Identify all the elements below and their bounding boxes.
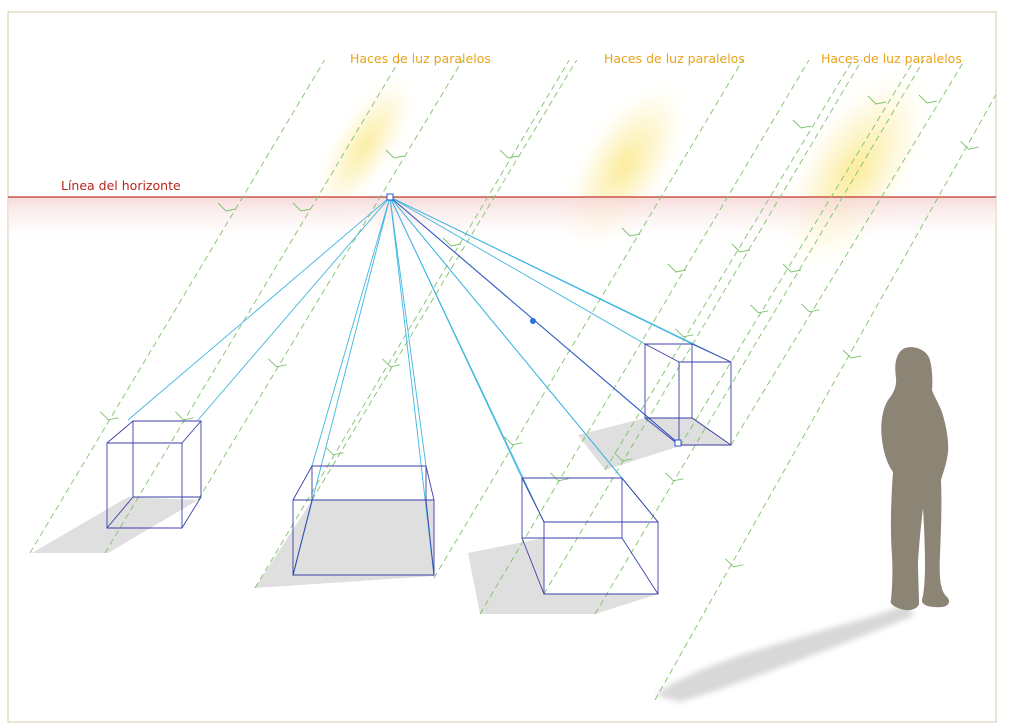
box-edge	[425, 499, 435, 576]
ray-arrow-icon	[442, 237, 462, 247]
ray-arrow-icon	[782, 263, 802, 273]
box-edge	[644, 343, 680, 363]
ray-arrow-icon	[550, 472, 569, 482]
box-edge	[425, 465, 435, 501]
ray-arrow-icon	[382, 358, 401, 368]
ray-arrow-icon	[750, 304, 769, 314]
beam-glow-1	[313, 71, 417, 219]
box-edge	[691, 343, 732, 363]
perspective-line	[389, 196, 732, 363]
box-edge	[106, 496, 134, 529]
perspective-line	[389, 196, 427, 467]
box-edge	[292, 499, 313, 576]
guide-midpoint-handle[interactable]	[530, 318, 536, 324]
box-corner-handle[interactable]	[674, 439, 682, 447]
box-edge	[521, 537, 545, 595]
box-front-face	[543, 521, 659, 595]
beam-glow-3	[776, 64, 934, 276]
light-ray	[543, 59, 863, 595]
vanishing-point-handle[interactable]	[386, 193, 394, 201]
light-ray	[654, 94, 997, 701]
ray-arrow-icon	[499, 149, 519, 159]
ray-arrow-icon	[504, 436, 523, 446]
ray-arrow-icon	[960, 140, 979, 150]
beam-label-1: Haces de luz paralelos	[350, 51, 491, 66]
ray-arrow-icon	[725, 558, 744, 568]
ray-arrow-icon	[100, 411, 119, 421]
box-edge	[521, 477, 545, 523]
cast-shadows	[32, 418, 731, 614]
ray-arrow-icon	[842, 349, 862, 359]
ray-arrow-icon	[325, 446, 344, 456]
light-ray	[479, 59, 810, 615]
perspective-lines	[127, 196, 732, 577]
perspective-box[interactable]	[521, 477, 659, 595]
box-edge	[181, 420, 202, 444]
box-edge	[181, 496, 202, 529]
box-edge	[691, 417, 732, 446]
box-edge	[621, 477, 659, 523]
light-ray	[594, 59, 925, 615]
shadow-box-4	[578, 418, 731, 470]
perspective-line	[389, 196, 545, 523]
ray-arrow-icon	[675, 328, 694, 338]
perspective-box[interactable]	[106, 420, 202, 529]
box-back-face	[644, 343, 693, 419]
ray-arrow-icon	[665, 472, 684, 482]
beam-label-2: Haces de luz paralelos	[604, 51, 745, 66]
ray-arrow-icon	[867, 95, 887, 105]
light-ray	[433, 59, 744, 579]
light-ray	[311, 59, 578, 501]
box-edge	[106, 420, 134, 444]
light-ray	[730, 59, 966, 446]
perspective-line	[127, 196, 391, 421]
ray-arrow-icon	[918, 94, 938, 104]
ray-arrow-icon	[621, 227, 641, 237]
box-edge	[644, 417, 680, 446]
perspective-line	[311, 196, 391, 467]
perspective-line	[197, 196, 391, 421]
light-ray	[197, 59, 464, 501]
horizon-band	[8, 197, 996, 247]
ray-arrow-icon	[614, 452, 633, 462]
perspective-line	[389, 196, 646, 345]
perspective-box[interactable]	[292, 465, 435, 576]
ray-arrow-icon	[731, 243, 751, 253]
light-ray	[104, 59, 400, 554]
ray-arrow-icon	[792, 119, 812, 129]
ray-arrow-icon	[292, 202, 312, 212]
ray-arrow-icon	[175, 411, 194, 421]
perspective-box[interactable]	[644, 343, 732, 446]
light-ray	[29, 59, 325, 554]
ray-arrow-icon	[667, 263, 687, 273]
person-shadow	[655, 605, 915, 702]
light-beam-glows	[313, 64, 934, 276]
box-edge	[292, 465, 313, 501]
ray-arrow-icon	[268, 358, 287, 368]
ray-arrow-icon	[385, 149, 405, 159]
page-frame	[7, 11, 997, 723]
shadow-box-1	[32, 497, 198, 553]
horizon-label: Línea del horizonte	[61, 178, 181, 193]
perspective-line	[389, 196, 659, 523]
ray-arrow-icon	[801, 303, 820, 313]
beam-label-3: Haces de luz paralelos	[821, 51, 962, 66]
light-rays	[29, 59, 997, 701]
perspective-boxes	[106, 343, 732, 595]
perspective-line	[389, 196, 435, 577]
light-ray	[679, 59, 915, 447]
box-edge	[621, 537, 659, 595]
person-silhouette	[881, 347, 950, 611]
ray-arrow-icon	[217, 202, 237, 212]
shadow-box-2	[255, 500, 434, 588]
shadow-box-3	[468, 538, 658, 614]
